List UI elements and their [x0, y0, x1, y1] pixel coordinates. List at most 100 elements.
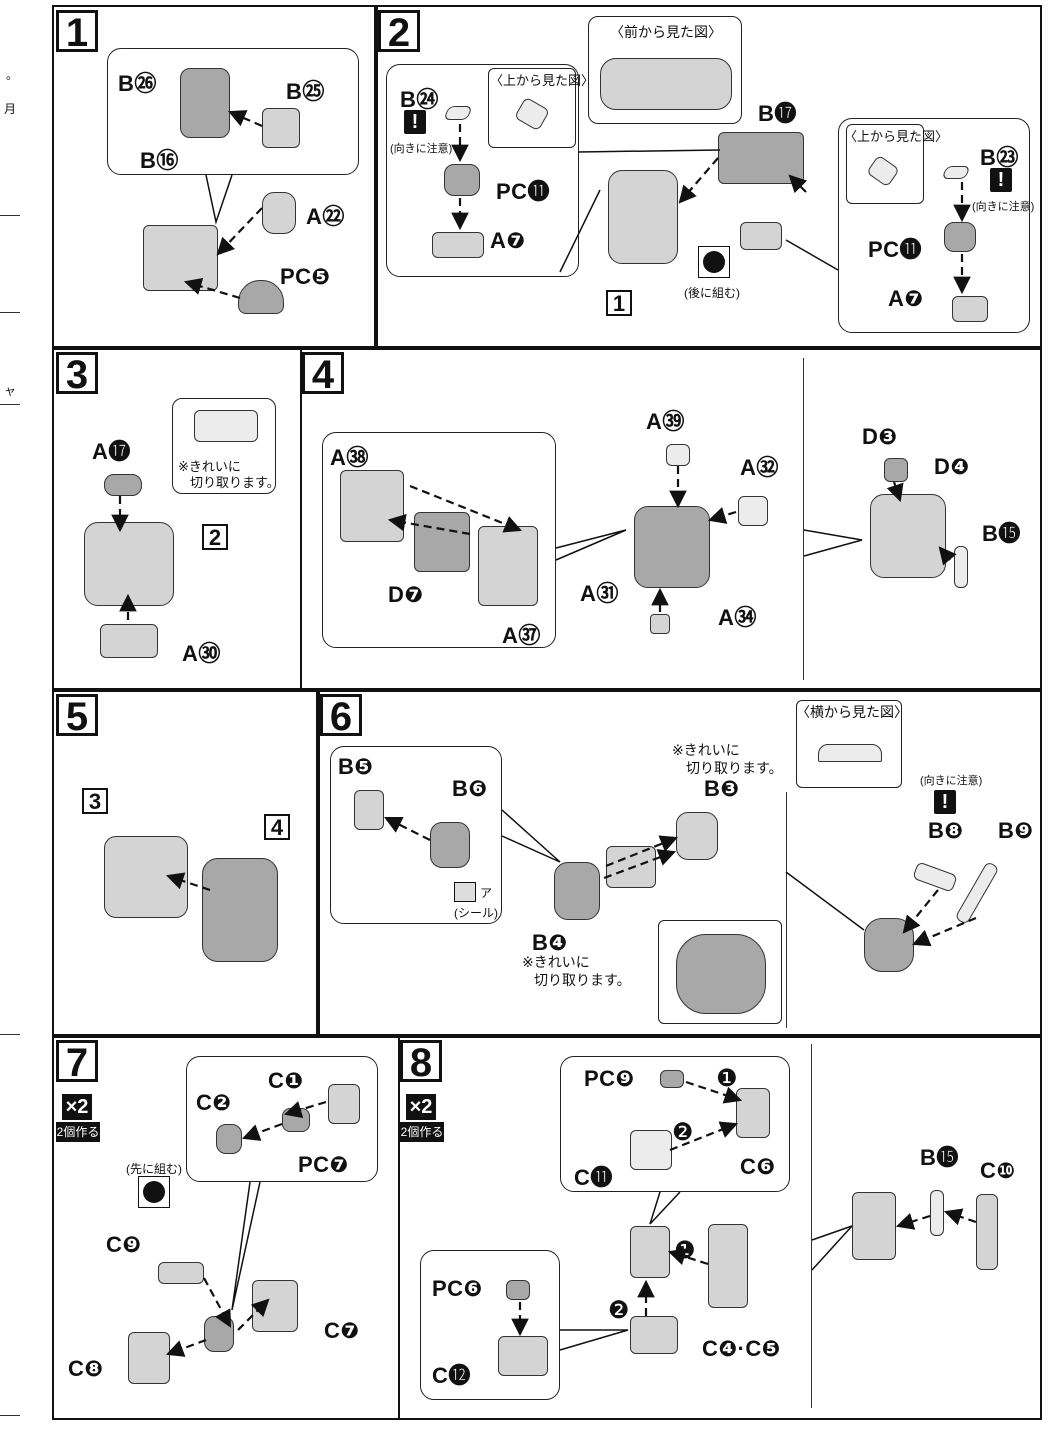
margin-rule [0, 312, 20, 313]
step-number: 8 [400, 1040, 442, 1083]
part-step4-result [870, 494, 946, 578]
detail-callout-right [838, 118, 1030, 333]
make-two-label: 2個作る [400, 1122, 444, 1142]
part-a30 [100, 624, 158, 658]
sticker-mark: ア [480, 886, 493, 900]
step-number: 1 [56, 10, 98, 53]
part-a7 [952, 296, 988, 322]
warning-icon: ! [990, 168, 1012, 192]
part-step3-assembly [104, 836, 188, 918]
label-a37: A㊲ [502, 623, 541, 648]
panel-divider [811, 1044, 812, 1408]
label-b16: B⑯ [140, 148, 179, 173]
part-b6 [430, 822, 470, 868]
assemble-dot-icon [698, 246, 730, 278]
label-c1: C❶ [268, 1068, 304, 1093]
margin-rule [0, 1034, 20, 1035]
step-4-panel [300, 348, 1042, 690]
part-b4 [554, 862, 600, 920]
panel-divider [803, 358, 804, 680]
part-torso-block [143, 225, 218, 291]
part-c12-assembly [630, 1316, 678, 1354]
part-c8 [128, 1332, 170, 1384]
label-d3: D❸ [862, 424, 898, 449]
label-b15: B⓯ [982, 521, 1021, 546]
quantity-badge: ×2 [62, 1094, 92, 1120]
cut-note: ※きれいに [178, 459, 241, 474]
label-c2: C❷ [196, 1090, 232, 1115]
sticker-text: (シール) [454, 906, 498, 920]
cut-note: 切り取ります。 [534, 972, 631, 988]
label-b8: B❽ [928, 818, 964, 843]
part-a37 [478, 526, 538, 606]
caution-text: (向きに注意) [972, 201, 1035, 213]
part-a17 [104, 474, 142, 496]
label-a39: A㊴ [646, 409, 685, 434]
part-c9 [158, 1262, 204, 1284]
order-marker: ❷ [672, 1119, 694, 1146]
label-a22: A㉒ [306, 204, 345, 229]
sticker-icon [454, 882, 476, 902]
label-b15: B⓯ [920, 1145, 959, 1170]
part-a17-detail [194, 410, 258, 442]
part-b6-assembly [606, 846, 656, 888]
part-a38 [340, 470, 404, 542]
view-caption: 〈横から見た図〉 [796, 704, 908, 720]
view-box-side [796, 700, 902, 788]
view-caption: 〈前から見た図〉 [610, 24, 722, 40]
label-pc11: PC⓫ [496, 179, 551, 204]
part-head-assembly [864, 918, 914, 972]
caution-text: (向きに注意) [390, 143, 453, 155]
label-b25: B㉕ [286, 79, 325, 104]
part-d7 [414, 512, 470, 572]
order-marker: ❶ [716, 1065, 738, 1092]
part-b17 [718, 132, 804, 184]
part-c7 [252, 1280, 298, 1332]
ref-step-1: 1 [606, 290, 632, 316]
panel-divider [786, 792, 787, 1028]
margin-glyph: 月 [4, 102, 17, 116]
left-margin-strip: 。 月 ャ [0, 0, 22, 1440]
label-pc6: PC❻ [432, 1276, 483, 1301]
label-c45: C❹·C❺ [702, 1336, 781, 1361]
part-b5 [354, 790, 384, 830]
part-d3 [884, 458, 908, 482]
assemble-dot-icon [138, 1176, 170, 1208]
quantity-badge: ×2 [406, 1094, 436, 1120]
label-d7: D❼ [388, 582, 424, 607]
label-a17: A⓱ [92, 439, 131, 464]
label-c10: C❿ [980, 1158, 1016, 1183]
order-marker: ❶ [674, 1237, 696, 1264]
part-c6-assembly [630, 1226, 670, 1278]
margin-rule [0, 1415, 20, 1416]
label-b17: B⓱ [758, 101, 797, 126]
warning-icon: ! [934, 790, 956, 814]
label-a7: A❼ [888, 286, 924, 311]
part-pc11 [944, 222, 976, 252]
step-number: 6 [320, 694, 362, 737]
label-b26: B㉖ [118, 71, 157, 96]
label-pc5: PC❺ [280, 264, 331, 289]
part-step1-assembly [608, 170, 678, 264]
order-marker: ❷ [608, 1297, 630, 1324]
label-a7: A❼ [490, 228, 526, 253]
step-8-panel [398, 1036, 1042, 1420]
part-c4-c5 [708, 1224, 748, 1308]
ref-step-4: 4 [264, 814, 290, 840]
label-b3: B❸ [704, 776, 740, 801]
margin-glyph: ャ [4, 384, 17, 398]
step-number: 4 [302, 352, 344, 395]
part-step4-assembly [202, 858, 278, 962]
first-text: (先に組む) [126, 1162, 182, 1176]
caution-text: (向きに注意) [920, 775, 983, 787]
view-caption: 〈上から見た図〉 [490, 73, 595, 88]
view-box-top [846, 124, 924, 204]
label-d4: D❹ [934, 454, 970, 479]
part-front-view [600, 58, 732, 110]
step-2-panel [376, 5, 1042, 348]
part-pc7 [282, 1108, 310, 1132]
part-head-piece [180, 68, 230, 138]
label-a30: A㉚ [182, 641, 221, 666]
part-c10 [976, 1194, 998, 1270]
part-b25 [262, 108, 300, 148]
